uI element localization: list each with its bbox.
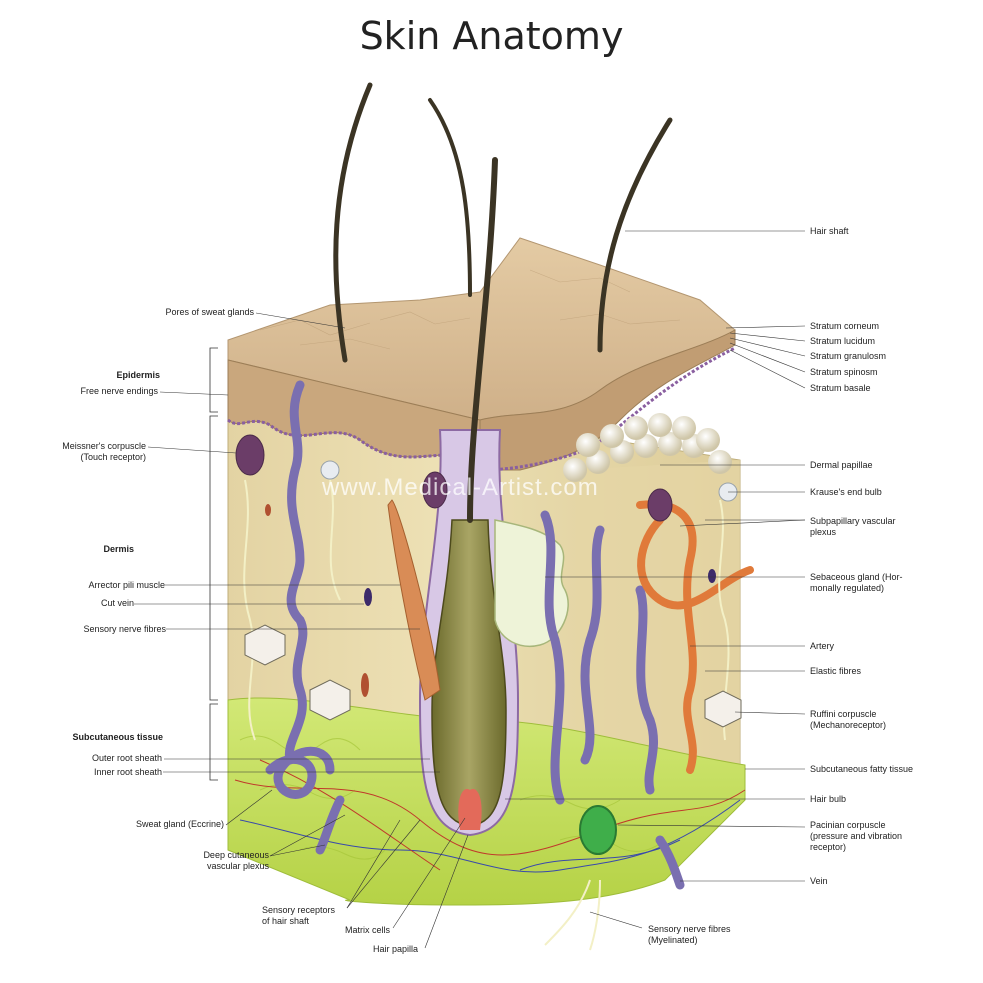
label-pacinian-line3: receptor)	[810, 842, 847, 852]
label-free-nerve-endings: Free nerve endings	[80, 386, 158, 396]
label-elastic-fibres: Elastic fibres	[810, 666, 862, 676]
label-pacinian-line2: (pressure and vibration	[810, 831, 903, 841]
meissner-corpuscles	[235, 434, 673, 522]
stratum-basale-left	[227, 418, 481, 459]
label-receptors-line2: of hair shaft	[262, 916, 310, 926]
label-myelinated-line1: Sensory nerve fibres	[648, 924, 731, 934]
ruffini-corpuscles	[244, 624, 742, 728]
label-stratum-corneum: Stratum corneum	[810, 321, 880, 331]
label-sebaceous-line2: monally regulated)	[810, 583, 885, 593]
label-deep-line2: vascular plexus	[206, 861, 269, 871]
label-subcutaneous-tissue: Subcutaneous tissue	[72, 732, 163, 742]
watermark-text: www.Medical-Artist.com	[322, 474, 599, 501]
leader-lines	[134, 230, 806, 949]
sweat-gland-coil	[265, 746, 335, 799]
label-sebaceous-line1: Sebaceous gland (Hor-	[810, 572, 903, 582]
label-receptors-line1: Sensory receptors	[262, 905, 336, 915]
label-dermis: Dermis	[103, 544, 134, 554]
label-inner-root-sheath: Inner root sheath	[93, 767, 162, 777]
label-sweat-gland-eccrine: Sweat gland (Eccrine)	[135, 819, 224, 829]
label-stratum-spinosm: Stratum spinosm	[810, 367, 878, 377]
label-myelinated-line2: (Myelinated)	[648, 935, 698, 945]
label-hair-shaft: Hair shaft	[810, 226, 849, 236]
label-hair-papilla: Hair papilla	[373, 944, 419, 954]
veins	[284, 380, 685, 890]
label-meissner-line1: Meissner's corpuscle	[62, 441, 146, 451]
label-deep-cutaneous-vascular-plexus: Deep cutaneous vascular plexus	[203, 850, 269, 872]
hair-papilla	[458, 789, 482, 830]
label-subcutaneous-fatty-tissue: Subcutaneous fatty tissue	[810, 764, 914, 774]
label-stratum-basale: Stratum basale	[810, 383, 871, 393]
label-matrix-cells: Matrix cells	[345, 925, 391, 935]
label-pacinian-line1: Pacinian corpuscle	[810, 820, 886, 830]
label-pores-of-sweat-glands: Pores of sweat glands	[165, 307, 254, 317]
label-vein: Vein	[810, 876, 828, 886]
label-subpapillary-line1: Subpapillary vascular	[810, 516, 896, 526]
label-sensory-nerve-fibres-myelinated: Sensory nerve fibres (Myelinated)	[648, 924, 731, 946]
label-ruffini-line1: Ruffini corpuscle	[810, 709, 877, 719]
label-hair-bulb: Hair bulb	[810, 794, 847, 804]
label-dermal-papillae: Dermal papillae	[810, 460, 873, 470]
dermal-papillae	[563, 413, 732, 482]
label-cut-vein: Cut vein	[100, 598, 134, 608]
dermis-recess	[575, 460, 740, 790]
label-epidermis: Epidermis	[116, 370, 160, 380]
label-ruffini-line2: (Mechanoreceptor)	[810, 720, 887, 730]
label-artery: Artery	[810, 641, 835, 651]
label-arrector-pili-muscle: Arrector pili muscle	[88, 580, 165, 590]
layer-brackets	[209, 347, 218, 781]
arrector-pili-muscle	[387, 499, 441, 701]
label-stratum-granulosm: Stratum granulosm	[810, 351, 887, 361]
label-subpapillary-line2: plexus	[810, 527, 837, 537]
label-sebaceous-gland: Sebaceous gland (Hor- monally regulated)	[810, 572, 903, 594]
hairs	[333, 82, 673, 523]
label-krause-end-bulb: Krause's end bulb	[810, 487, 882, 497]
label-meissner-corpuscle: Meissner's corpuscle (Touch receptor)	[62, 441, 146, 463]
pacinian-corpuscle	[579, 805, 617, 855]
label-outer-root-sheath: Outer root sheath	[91, 753, 162, 763]
label-deep-line1: Deep cutaneous	[203, 850, 269, 860]
label-sensory-nerve-fibres: Sensory nerve fibres	[83, 624, 166, 634]
label-meissner-line2: (Touch receptor)	[80, 452, 146, 462]
label-stratum-lucidum: Stratum lucidum	[810, 336, 876, 346]
label-pacinian-corpuscle: Pacinian corpuscle (pressure and vibrati…	[810, 820, 902, 853]
label-sensory-receptors-hair-shaft: Sensory receptors of hair shaft	[262, 905, 335, 927]
label-subpapillary-vascular-plexus: Subpapillary vascular plexus	[810, 516, 896, 538]
label-ruffini-corpuscle: Ruffini corpuscle (Mechanoreceptor)	[810, 709, 886, 731]
page-title: Skin Anatomy	[359, 14, 624, 58]
surface-texture	[259, 269, 681, 350]
artery	[636, 500, 754, 774]
cut-veins	[265, 504, 716, 697]
